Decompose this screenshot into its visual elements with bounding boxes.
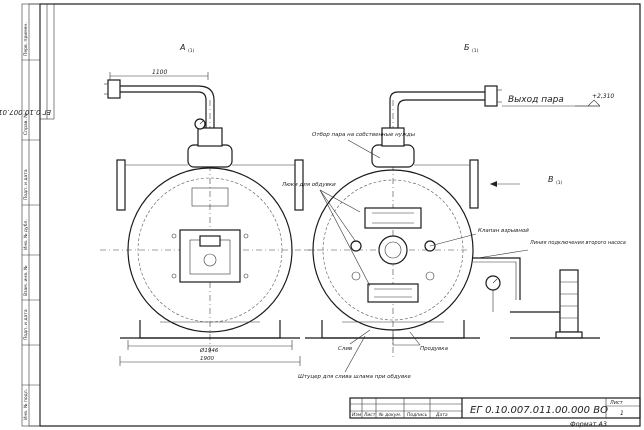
side-label-4: Взам. инв. № [23,265,29,296]
view-b-label: Б [464,43,470,52]
view-b-rear: Выход пара +2,310 Б (1) В (1) [305,43,614,360]
callout-steam-own-needs-text: Отбор пара на собственные нужды [312,132,416,138]
callout-steam-own-needs: Отбор пара на собственные нужды [312,132,416,138]
dim-1946: Ø1946 [199,347,219,354]
format-label: Формат А3 [570,420,607,428]
view-b-central-door [378,235,408,265]
view-b-outlet-flange [484,85,498,107]
title-block: Изм Лист № докум. Подпись Дата ЕГ 0.10.0… [349,397,641,428]
rotated-stamp-code: ЕГ 0.10.007.011.00.000 ВО [0,108,51,116]
stamp-header-3: Подпись [407,412,428,418]
pump-body [559,269,579,333]
side-label-0: Перв. примен. [23,22,29,56]
side-label-column: Перв. примен. Справ. № Подп. и дата Инв.… [21,3,41,427]
callout-blowdown-hatches: Люки для обдувки [281,182,336,188]
callouts: Отбор пара на собственные нужды Люки для… [281,132,626,380]
stamp-code: ЕГ 0.10.007.011.00.000 ВО [470,405,608,416]
feed-pump-assembly [473,257,600,339]
sheet-label: Лист [609,400,624,406]
view-a-suffix: (1) [188,48,195,54]
steam-outlet-label: Выход пара [508,95,564,105]
side-label-3: Инв. № дубл. [23,219,29,250]
dim-1900: 1900 [200,356,214,362]
drawing-frame [39,3,641,427]
side-label-1: Справ. № [23,113,29,135]
view-c-suffix: (1) [556,180,563,186]
side-label-5: Подп. и дата [23,309,29,340]
view-a-label: А [179,43,185,52]
side-label-2: Подп. и дата [23,169,29,200]
callout-feed-pump-line: Линия подключения второго насоса [529,240,626,246]
callout-drain-fitting: Штуцер для слива шлама при обдувке [298,374,412,380]
callout-explosion-valve: Клапан взрывной [478,228,529,234]
stamp-header-4: Дата [435,412,448,418]
view-a-front: 1100 А (1) Ø1946 1900 [100,43,320,366]
level-mark: +2,310 [592,93,614,100]
view-b-suffix: (1) [472,48,479,54]
callout-drainage: Продувка [420,346,449,352]
stamp-header-2: № докум. [378,412,401,418]
view-c-label: В [548,175,554,184]
dim-1100: 1100 [152,69,167,76]
view-a-shell-outer [127,167,293,333]
sheet-number: 1 [620,410,624,417]
side-label-6: Инв. № подл. [23,389,29,420]
view-b-shell-inner [322,179,464,321]
view-b-lower-hatch [367,283,419,303]
stamp-header-1: Лист [363,412,376,418]
callout-slab: Слив [338,346,352,352]
stamp-header-0: Изм [352,412,362,418]
view-b-upper-hatch [364,207,422,229]
left-rotated-stamp: ЕГ 0.10.007.011.00.000 ВО [0,3,55,120]
